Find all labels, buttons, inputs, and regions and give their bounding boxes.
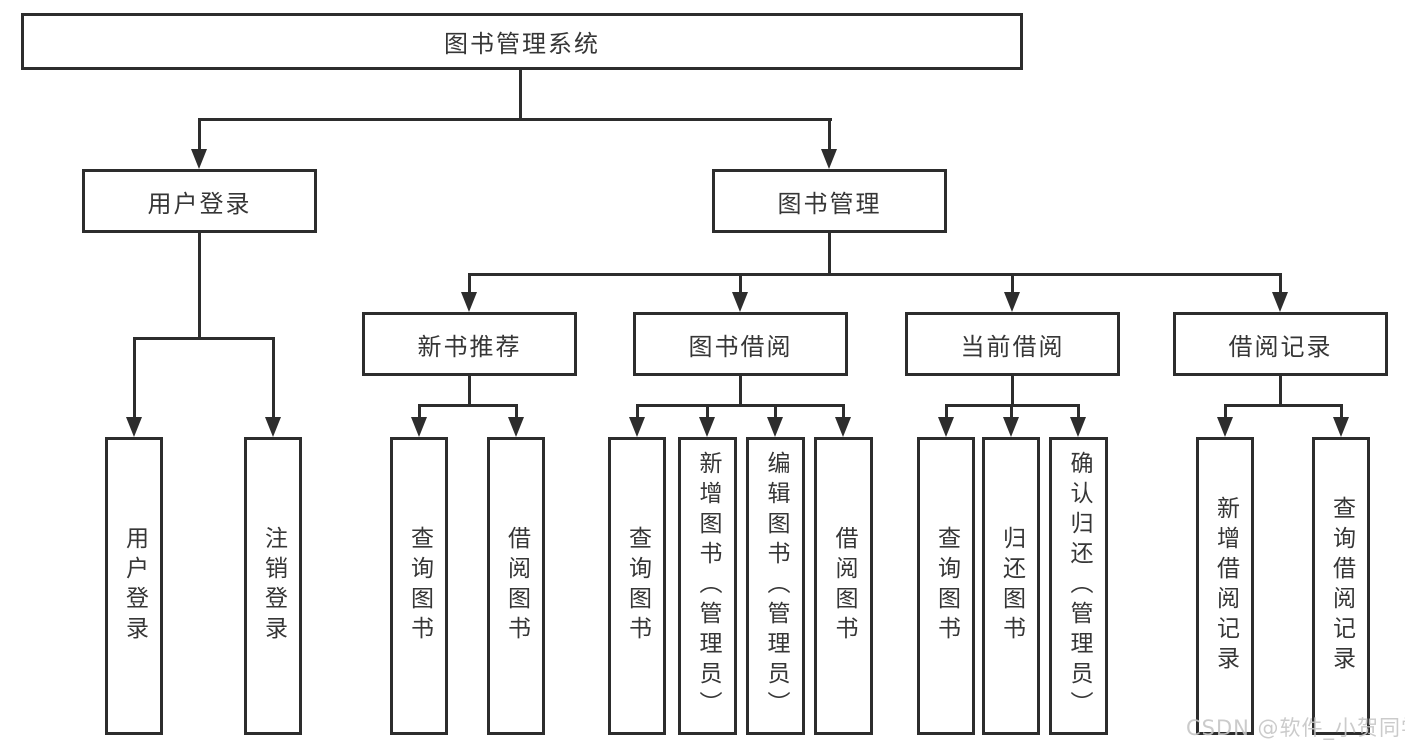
leaf-query-books-borrowing: 查询图书 — [608, 437, 666, 735]
connector-root-drop — [519, 70, 522, 121]
leaf-add-borrow-record: 新增借阅记录 — [1196, 437, 1254, 735]
node-book-management: 图书管理 — [712, 169, 947, 233]
leaf-edit-books-admin: 编辑图书（管理员） — [746, 437, 805, 735]
connector-stem-book-borrowing — [739, 273, 742, 294]
connector-stem-user-login — [198, 118, 201, 151]
arrowhead-down-book-management — [821, 149, 837, 169]
leaf-query-books-current-label: 查询图书 — [933, 526, 960, 646]
leaf-user-login: 用户登录 — [105, 437, 163, 735]
arrowhead-down-confirm-return-admin — [1070, 417, 1086, 437]
arrowhead-down-leaf-logout — [265, 417, 281, 437]
leaf-query-books-current: 查询图书 — [917, 437, 975, 735]
leaf-query-borrow-record-label: 查询借阅记录 — [1328, 496, 1355, 676]
connector-stem-borrowing-records — [1279, 273, 1282, 294]
leaf-edit-books-admin-label: 编辑图书（管理员） — [763, 451, 789, 721]
leaf-borrow-books-recommend: 借阅图书 — [487, 437, 545, 735]
arrowhead-down-borrowing-records — [1272, 292, 1288, 312]
leaf-query-books-borrowing-label: 查询图书 — [624, 526, 651, 646]
leaf-borrow-books-recommend-label: 借阅图书 — [503, 526, 530, 646]
connector-book-borrowing-branch — [636, 404, 844, 407]
leaf-borrow-books-label: 借阅图书 — [831, 526, 857, 646]
leaf-logout: 注销登录 — [244, 437, 302, 735]
node-book-management-label: 图书管理 — [777, 189, 882, 218]
connector-borrowing-records-branch — [1224, 404, 1342, 407]
leaf-borrow-books: 借阅图书 — [814, 437, 873, 735]
connector-stem-confirm-return-admin — [1077, 404, 1080, 419]
leaf-query-books-recommend-label: 查询图书 — [406, 526, 433, 646]
arrowhead-down-return-books — [1003, 417, 1019, 437]
connector-level3-branch — [468, 273, 1281, 276]
connector-new-book-drop — [468, 376, 471, 407]
arrowhead-down-query-borrow-record — [1333, 417, 1349, 437]
arrowhead-down-leaf-user-login — [126, 417, 142, 437]
node-current-borrowing: 当前借阅 — [905, 312, 1120, 376]
connector-stem-query-books-current — [945, 404, 948, 419]
arrowhead-down-borrow-books — [835, 417, 851, 437]
connector-current-borrowing-drop — [1011, 376, 1014, 407]
leaf-add-borrow-record-label: 新增借阅记录 — [1212, 496, 1239, 676]
arrowhead-down-add-books-admin — [699, 417, 715, 437]
connector-borrowing-records-drop — [1279, 376, 1282, 407]
connector-new-book-branch — [418, 404, 518, 407]
connector-stem-borrow-books — [842, 404, 845, 419]
connector-stem-add-borrow-record — [1224, 404, 1227, 419]
watermark: CSDN @软件_小贺同学 — [1186, 716, 1405, 740]
connector-stem-return-books — [1010, 404, 1013, 419]
node-borrowing-records: 借阅记录 — [1173, 312, 1388, 376]
node-new-book-recommend: 新书推荐 — [362, 312, 577, 376]
connector-stem-query-borrow-record — [1340, 404, 1343, 419]
arrowhead-down-current-borrowing — [1004, 292, 1020, 312]
node-book-borrowing-label: 图书借阅 — [688, 332, 793, 361]
node-root-label: 图书管理系统 — [444, 30, 600, 58]
leaf-confirm-return-admin: 确认归还（管理员） — [1049, 437, 1108, 735]
arrowhead-down-book-borrowing — [732, 292, 748, 312]
arrowhead-down-edit-books-admin — [767, 417, 783, 437]
node-user-login: 用户登录 — [82, 169, 317, 233]
connector-stem-new-book-recommend — [468, 273, 471, 294]
arrowhead-down-new-book-recommend — [461, 292, 477, 312]
node-book-borrowing: 图书借阅 — [633, 312, 848, 376]
arrowhead-down-borrow-books-recommend — [508, 417, 524, 437]
node-borrowing-records-label: 借阅记录 — [1228, 332, 1333, 361]
connector-stem-edit-books-admin — [774, 404, 777, 419]
leaf-confirm-return-admin-label: 确认归还（管理员） — [1066, 451, 1092, 721]
connector-stem-leaf-user-login — [133, 337, 136, 419]
connector-user-login-branch — [133, 337, 275, 340]
connector-stem-borrow-books-recommend — [515, 404, 518, 419]
connector-book-management-drop — [828, 233, 831, 276]
arrowhead-down-query-books-borrowing — [629, 417, 645, 437]
leaf-add-books-admin-label: 新增图书（管理员） — [695, 451, 721, 721]
connector-stem-current-borrowing — [1011, 273, 1014, 294]
connector-book-borrowing-drop — [739, 376, 742, 407]
connector-root-branch — [198, 118, 832, 121]
arrowhead-down-query-books-current — [938, 417, 954, 437]
leaf-add-books-admin: 新增图书（管理员） — [678, 437, 737, 735]
leaf-return-books: 归还图书 — [982, 437, 1040, 735]
connector-stem-add-books-admin — [706, 404, 709, 419]
leaf-logout-label: 注销登录 — [260, 526, 287, 646]
node-current-borrowing-label: 当前借阅 — [960, 332, 1065, 361]
connector-stem-query-books-borrowing — [636, 404, 639, 419]
node-user-login-label: 用户登录 — [147, 189, 252, 218]
connector-user-login-drop — [198, 233, 201, 340]
leaf-return-books-label: 归还图书 — [998, 526, 1025, 646]
leaf-query-books-recommend: 查询图书 — [390, 437, 448, 735]
leaf-user-login-label: 用户登录 — [121, 526, 148, 646]
node-new-book-recommend-label: 新书推荐 — [417, 332, 522, 361]
arrowhead-down-user-login — [191, 149, 207, 169]
arrowhead-down-add-borrow-record — [1217, 417, 1233, 437]
node-root: 图书管理系统 — [21, 13, 1023, 70]
connector-stem-query-books-recommend — [418, 404, 421, 419]
connector-stem-leaf-logout — [272, 337, 275, 419]
leaf-query-borrow-record: 查询借阅记录 — [1312, 437, 1370, 735]
arrowhead-down-query-books-recommend — [411, 417, 427, 437]
connector-stem-book-management — [828, 118, 831, 151]
